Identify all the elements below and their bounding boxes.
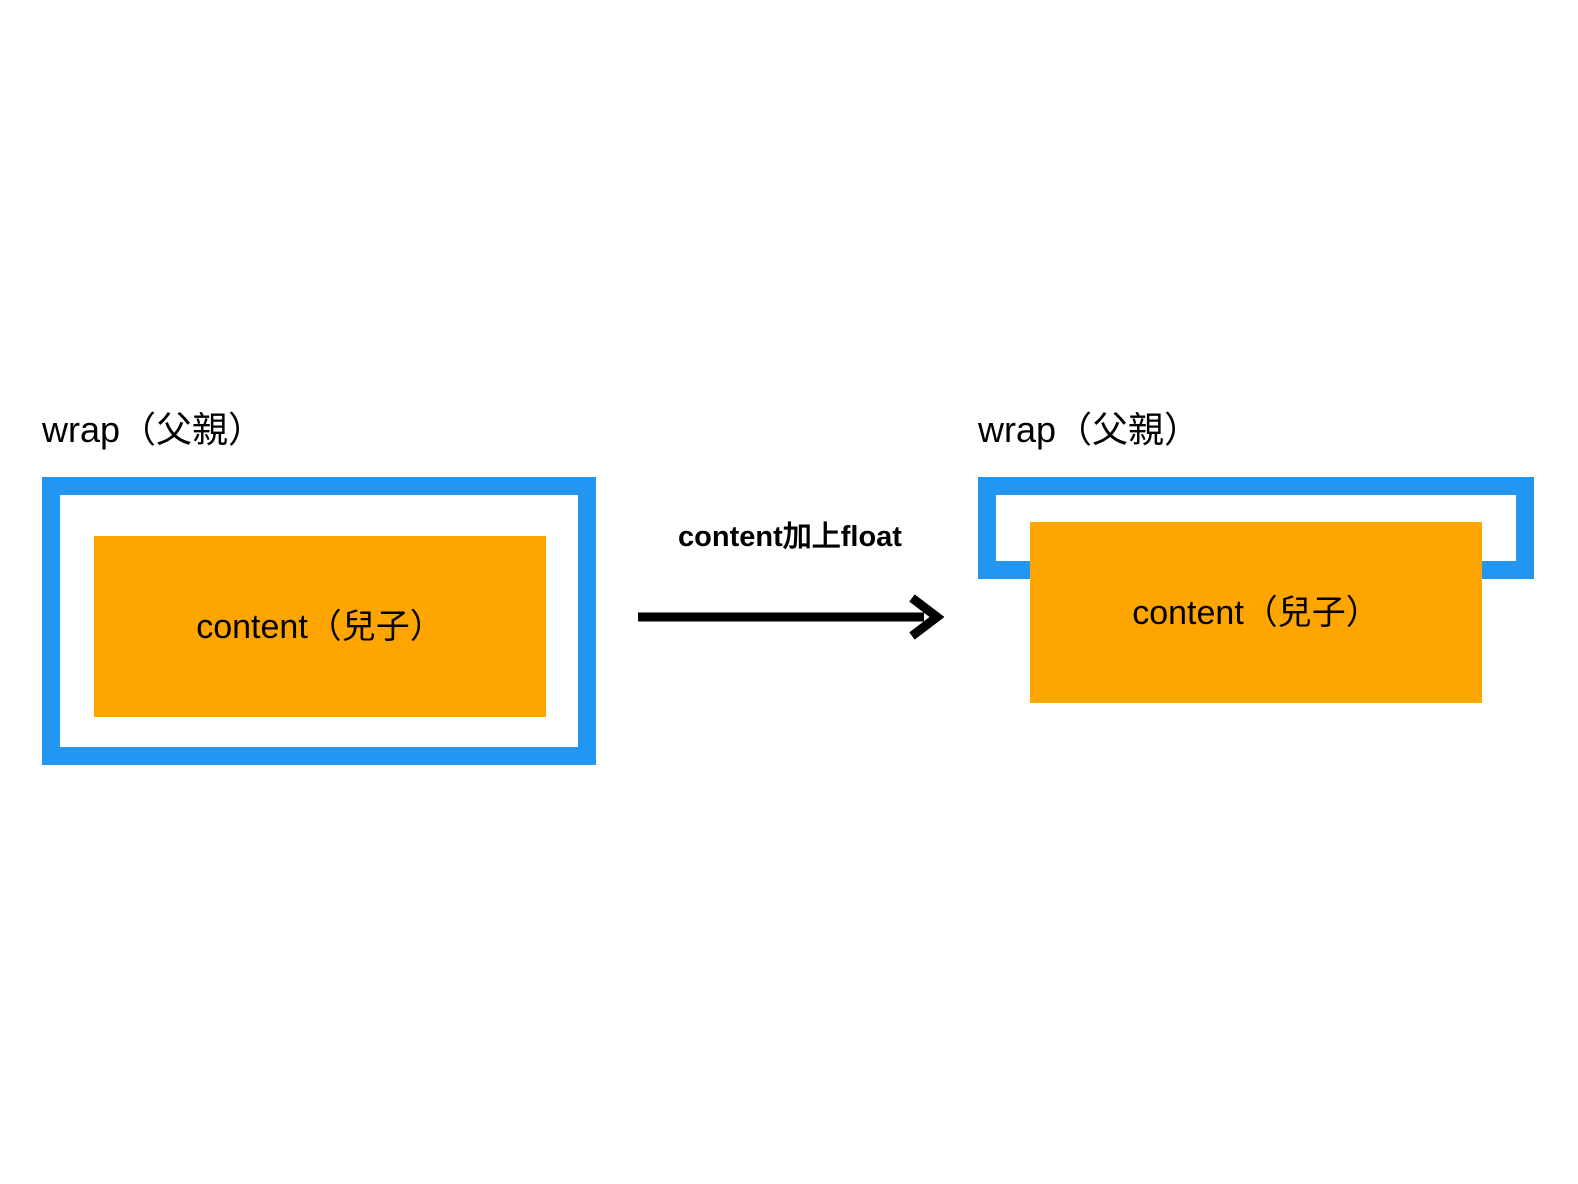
content-label-after: content（兒子）	[1132, 593, 1380, 632]
content-label-before: content（兒子）	[196, 607, 444, 646]
content-box-after: content（兒子）	[1030, 522, 1482, 703]
wrap-label-after: wrap（父親）	[978, 409, 1201, 450]
wrap-label-before: wrap（父親）	[42, 409, 265, 450]
diagram-before-float: content（兒子）	[42, 477, 596, 765]
content-box-before: content（兒子）	[94, 536, 546, 717]
transition-label: content加上float	[678, 521, 902, 553]
diagram-after-float: content（兒子）	[978, 477, 1536, 767]
transition-group: content加上float	[630, 520, 950, 640]
arrow-right-icon	[638, 594, 944, 640]
